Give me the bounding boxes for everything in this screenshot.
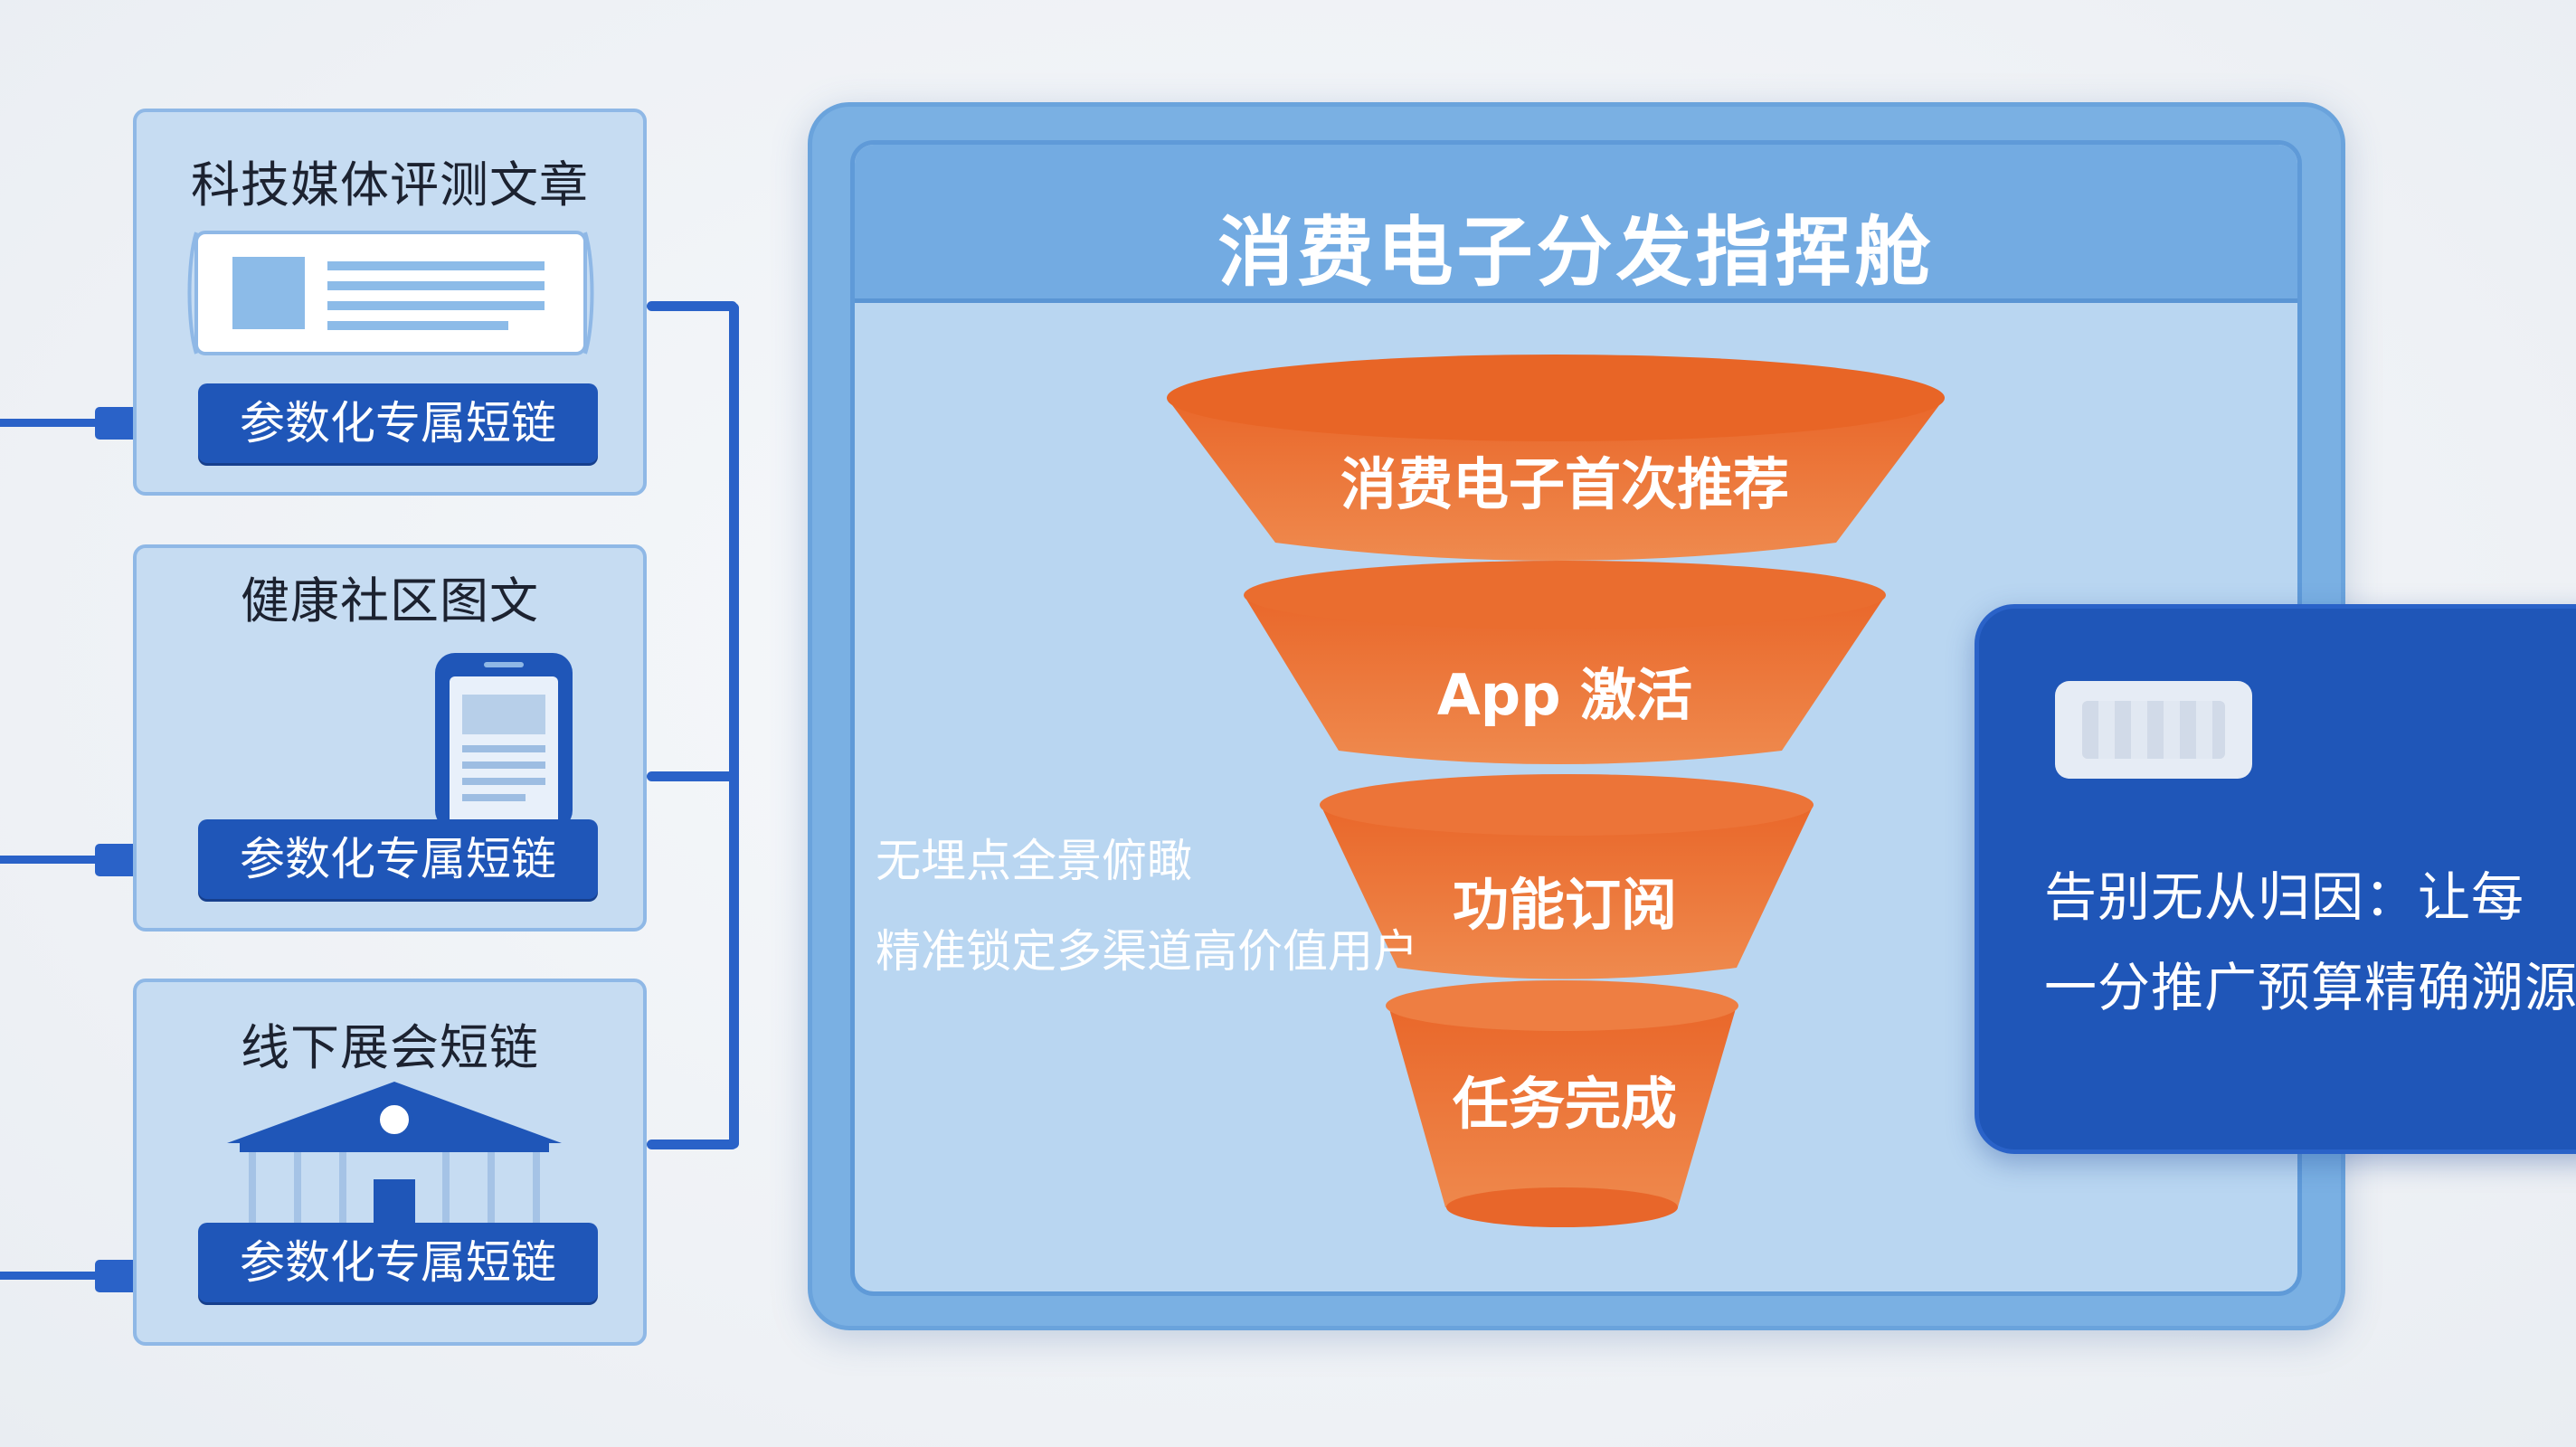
cable-1 (0, 419, 99, 427)
funnel-stage-3-rim (1320, 774, 1814, 836)
attribution-result-panel: 告别无从归因：让每 一分推广预算精确溯源 (1975, 604, 2576, 1154)
funnel-stage-4 (1388, 1006, 1737, 1219)
insight-note: 无埋点全景俯瞰 (876, 835, 1192, 887)
blurred-chart-icon (2082, 701, 2225, 759)
cable-3 (0, 1272, 99, 1280)
funnel-stage-label: 任务完成 (1452, 1071, 1677, 1137)
param-short-link-button[interactable]: 参数化专属短链 (198, 1223, 598, 1302)
result-text-line: 一分推广预算精确溯源 (2044, 957, 2576, 1018)
data-thumbnail (2055, 681, 2252, 779)
param-short-link-button[interactable]: 参数化专属短链 (198, 383, 598, 463)
source-card-title: 科技媒体评测文章 (191, 156, 589, 213)
funnel-stage-label: App 激活 (1436, 662, 1693, 728)
source-card-title: 健康社区图文 (241, 572, 539, 629)
command-center-header: 消费电子分发指挥舱 (855, 145, 2297, 303)
cable-2 (0, 856, 99, 864)
source-card-health-community: 健康社区图文 参数化专属短链 (133, 544, 647, 932)
funnel-stage-2-rim (1244, 561, 1886, 629)
source-card-tech-media: 科技媒体评测文章 参数化专属短链 (133, 109, 647, 496)
connector-bus (729, 303, 739, 1149)
source-card-title: 线下展会短链 (241, 1019, 539, 1076)
funnel-stage-1-rim (1167, 355, 1945, 441)
insight-note: 精准锁定多渠道高价值用户 (876, 925, 1418, 978)
funnel-bottom (1446, 1187, 1678, 1227)
connector-arm-1 (647, 301, 737, 311)
funnel-stage-3 (1321, 805, 1814, 979)
funnel-stage-label: 功能订阅 (1452, 872, 1677, 938)
connector-arm-2 (647, 771, 737, 781)
connector-arm-3 (647, 1140, 737, 1149)
result-text-line: 告别无从归因：让每 (2044, 866, 2525, 928)
param-short-link-button[interactable]: 参数化专属短链 (198, 819, 598, 899)
funnel-stage-label: 消费电子首次推荐 (1340, 451, 1789, 517)
command-center-title: 消费电子分发指挥舱 (1217, 208, 1935, 297)
funnel-stage-1 (1167, 398, 1945, 561)
smartphone-icon (435, 653, 573, 830)
pavilion-icon (227, 1082, 562, 1234)
conversion-funnel (1167, 355, 1945, 1227)
funnel-stage-2 (1244, 595, 1886, 764)
source-card-offline-expo: 线下展会短链 参数化专属短链 (133, 979, 647, 1346)
funnel-stage-4-rim (1386, 980, 1738, 1031)
article-icon (187, 231, 594, 355)
